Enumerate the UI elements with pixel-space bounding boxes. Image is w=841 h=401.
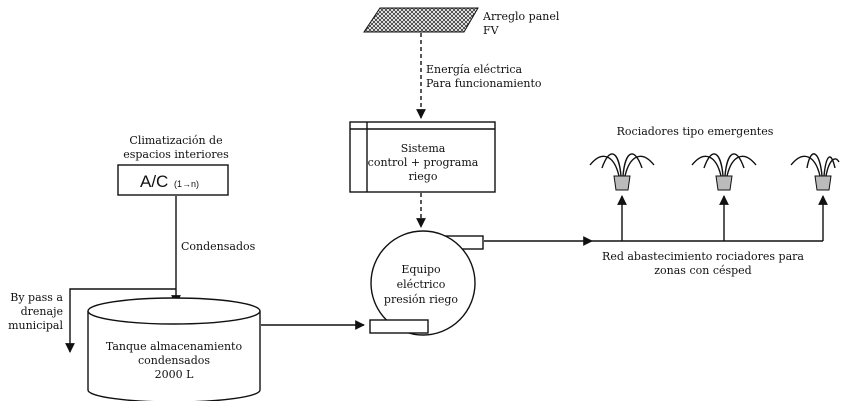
network-label-1: Red abastecimiento rociadores para [602, 250, 804, 263]
sprinkler-2 [691, 153, 757, 191]
control-label-2: control + programa [368, 156, 479, 169]
sprinkler-network [592, 195, 828, 242]
energy-label-2: Para funcionamiento [426, 77, 542, 90]
climate-label-2: espacios interiores [123, 148, 229, 161]
pv-panel-label-2: FV [483, 24, 500, 37]
pump-label-1: Equipo [401, 263, 441, 276]
tank-label-3: 2000 L [155, 368, 194, 381]
bypass-label-2: drenaje [21, 305, 63, 318]
control-system-box [349, 121, 496, 193]
bypass-label-1: By pass a [10, 291, 63, 304]
bypass-label-3: municipal [8, 319, 63, 332]
control-label-1: Sistema [401, 142, 446, 155]
sprinklers-title: Rociadores tipo emergentes [617, 125, 774, 138]
bypass-arrow [65, 288, 176, 353]
network-label-2: zonas con césped [654, 264, 751, 277]
ac-main-label: A/C [140, 172, 168, 191]
condensate-tank [87, 297, 261, 401]
pump-label-3: presión riego [384, 293, 459, 306]
tank-label-1: Tanque almacenamiento [106, 340, 243, 353]
pump [369, 230, 484, 336]
climate-label-1: Climatización de [129, 134, 222, 147]
tank-label-2: condensados [138, 354, 210, 367]
sprinkler-1 [589, 153, 655, 191]
pump-label-2: eléctrico [397, 278, 446, 291]
pv-panel-label-1: Arreglo panel [482, 10, 560, 23]
pv-panel [363, 7, 479, 33]
ac-unit-box [117, 164, 229, 196]
control-label-3: riego [409, 170, 438, 183]
ac-sub-label: (1→n) [174, 179, 199, 189]
sprinkler-3 [790, 153, 840, 191]
condensados-label: Condensados [181, 240, 256, 253]
energy-label-1: Energía eléctrica [426, 63, 523, 76]
